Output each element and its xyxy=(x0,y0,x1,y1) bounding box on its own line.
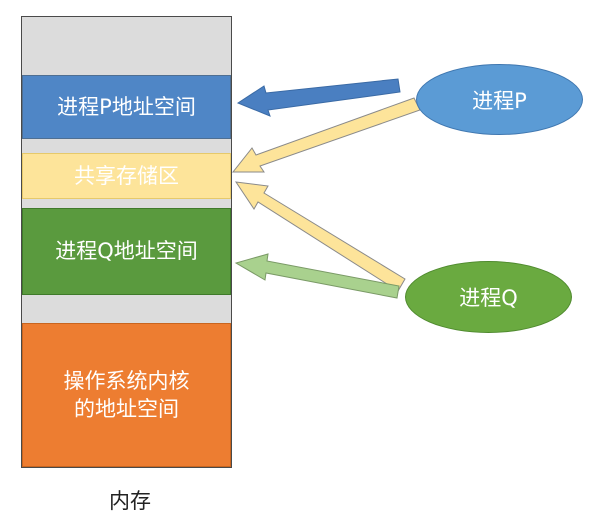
arrow-p-to-own-space xyxy=(236,78,401,117)
process-p-label: 进程P xyxy=(472,88,527,113)
memory-gap-2 xyxy=(22,199,231,208)
memory-block: 进程P地址空间 共享存储区 进程Q地址空间 操作系统内核 的地址空间 xyxy=(21,16,232,468)
arrow-q-to-shared xyxy=(234,181,406,292)
process-p-address-space-label: 进程P地址空间 xyxy=(57,94,196,119)
memory-gap-1 xyxy=(22,139,231,153)
process-p-address-space: 进程P地址空间 xyxy=(22,75,231,139)
process-q-address-space-label: 进程Q地址空间 xyxy=(55,239,198,264)
shared-memory-area-label: 共享存储区 xyxy=(74,163,179,188)
os-kernel-address-space: 操作系统内核 的地址空间 xyxy=(22,323,231,467)
os-kernel-label-line1: 操作系统内核 xyxy=(63,368,190,393)
process-q-node: 进程Q xyxy=(405,261,572,333)
process-p-node: 进程P xyxy=(416,64,583,135)
shared-memory-area: 共享存储区 xyxy=(22,153,231,199)
arrow-q-to-own-space xyxy=(234,253,400,299)
arrow-p-to-shared xyxy=(231,97,421,173)
os-kernel-label-line2: 的地址空间 xyxy=(74,397,179,421)
process-q-address-space: 进程Q地址空间 xyxy=(22,208,231,295)
memory-gap-top xyxy=(22,17,231,75)
process-q-label: 进程Q xyxy=(459,286,518,310)
memory-gap-3 xyxy=(22,295,231,323)
memory-caption: 内存 xyxy=(109,489,151,513)
